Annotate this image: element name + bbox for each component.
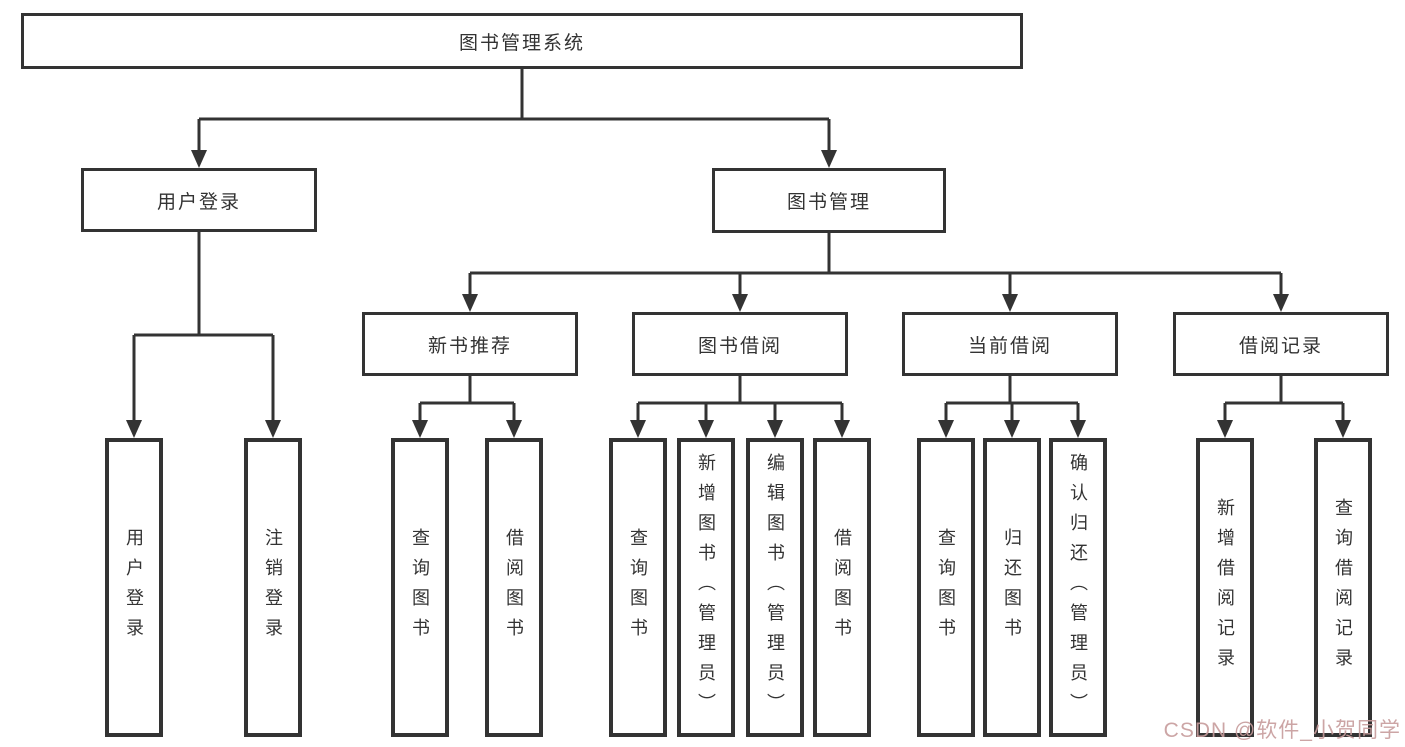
node-logout-leaf-label: 注销登录 <box>263 527 283 648</box>
node-query-books-borrow-label: 查询图书 <box>628 527 648 648</box>
arrowheads-group <box>126 150 1351 438</box>
arrow-down-icon <box>732 294 748 312</box>
node-user-login-leaf-label: 用户登录 <box>124 527 144 648</box>
arrow-down-icon <box>821 150 837 168</box>
node-return-books: 归还图书 <box>983 438 1041 737</box>
arrow-down-icon <box>1273 294 1289 312</box>
node-query-books-borrow: 查询图书 <box>609 438 667 737</box>
node-user-login-leaf: 用户登录 <box>105 438 163 737</box>
node-borrow-books-recommend-label: 借阅图书 <box>504 527 524 648</box>
node-new-book-recommend: 新书推荐 <box>362 312 578 376</box>
node-current-borrow-label: 当前借阅 <box>967 335 1052 357</box>
node-add-books-admin: 新增图书（管理员） <box>677 438 735 737</box>
node-book-management: 图书管理 <box>712 168 946 233</box>
node-borrow-books-recommend: 借阅图书 <box>485 438 543 737</box>
node-borrow-books-leaf: 借阅图书 <box>813 438 871 737</box>
node-book-borrow: 图书借阅 <box>632 312 848 376</box>
node-borrow-records: 借阅记录 <box>1173 312 1389 376</box>
node-query-borrow-record-label: 查询借阅记录 <box>1333 497 1353 678</box>
node-query-books-current: 查询图书 <box>917 438 975 737</box>
node-confirm-return-admin-label: 确认归还（管理员） <box>1068 452 1088 723</box>
arrow-down-icon <box>462 294 478 312</box>
node-edit-books-admin-label: 编辑图书（管理员） <box>765 452 785 723</box>
arrow-down-icon <box>834 420 850 438</box>
node-add-books-admin-label: 新增图书（管理员） <box>696 452 716 723</box>
node-query-borrow-record: 查询借阅记录 <box>1314 438 1372 737</box>
arrow-down-icon <box>191 150 207 168</box>
node-logout-leaf: 注销登录 <box>244 438 302 737</box>
node-query-books-recommend: 查询图书 <box>391 438 449 737</box>
node-return-books-label: 归还图书 <box>1002 527 1022 648</box>
arrow-down-icon <box>698 420 714 438</box>
arrow-down-icon <box>1217 420 1233 438</box>
node-user-login: 用户登录 <box>81 168 317 232</box>
node-new-book-recommend-label: 新书推荐 <box>427 335 512 357</box>
node-add-borrow-record: 新增借阅记录 <box>1196 438 1254 737</box>
arrow-down-icon <box>1004 420 1020 438</box>
node-current-borrow: 当前借阅 <box>902 312 1118 376</box>
node-edit-books-admin: 编辑图书（管理员） <box>746 438 804 737</box>
arrow-down-icon <box>938 420 954 438</box>
node-library-management-system: 图书管理系统 <box>21 13 1023 69</box>
node-confirm-return-admin: 确认归还（管理员） <box>1049 438 1107 737</box>
arrow-down-icon <box>506 420 522 438</box>
node-borrow-records-label: 借阅记录 <box>1238 335 1323 357</box>
node-book-borrow-label: 图书借阅 <box>697 335 782 357</box>
node-book-management-label: 图书管理 <box>786 192 871 213</box>
node-add-borrow-record-label: 新增借阅记录 <box>1215 497 1235 678</box>
arrow-down-icon <box>126 420 142 438</box>
csdn-watermark: CSDN @软件_小贺同学 <box>1163 719 1401 742</box>
node-query-books-current-label: 查询图书 <box>936 527 956 648</box>
arrow-down-icon <box>265 420 281 438</box>
arrow-down-icon <box>767 420 783 438</box>
node-library-management-system-label: 图书管理系统 <box>458 32 585 54</box>
arrow-down-icon <box>412 420 428 438</box>
arrow-down-icon <box>1070 420 1086 438</box>
arrow-down-icon <box>1002 294 1018 312</box>
node-user-login-label: 用户登录 <box>156 191 241 213</box>
arrow-down-icon <box>1335 420 1351 438</box>
connector-path <box>132 69 1345 426</box>
node-borrow-books-leaf-label: 借阅图书 <box>832 527 852 648</box>
node-query-books-recommend-label: 查询图书 <box>410 527 430 648</box>
arrow-down-icon <box>630 420 646 438</box>
